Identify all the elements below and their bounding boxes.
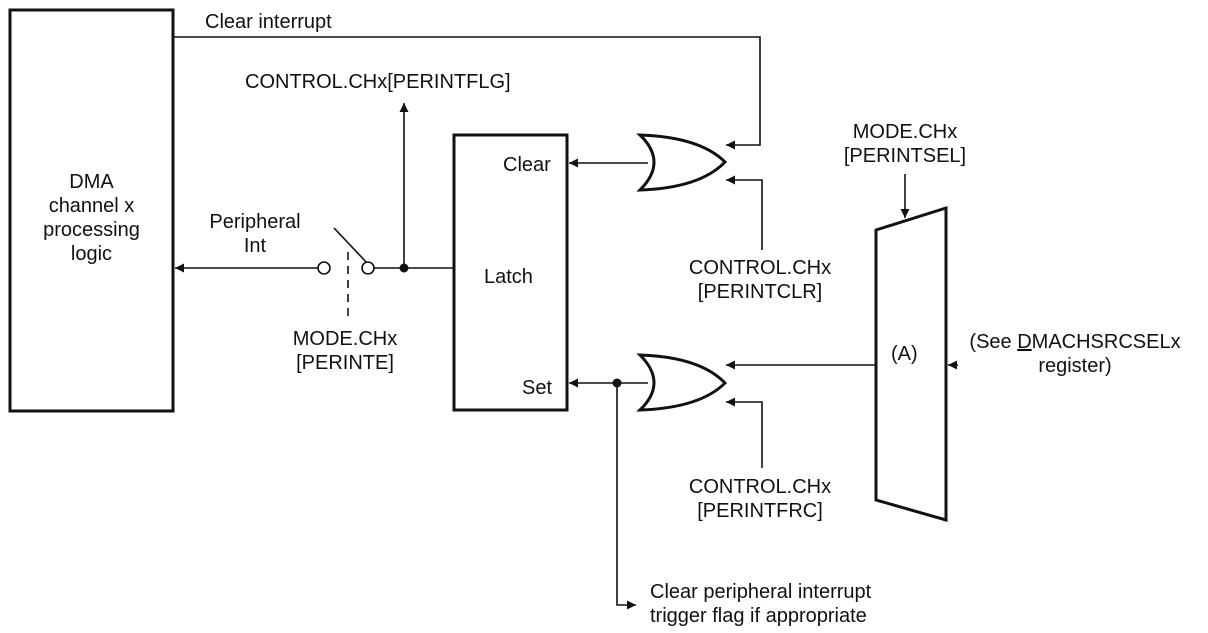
clear-interrupt-label: Clear interrupt [205,11,332,33]
switch-blade [333,227,369,265]
junction-dot-flag [399,263,409,273]
perintclr-label: CONTROL.CHx [PERINTCLR] [688,257,832,303]
perintsel-label: MODE.CHx [PERINTSEL] [843,121,967,167]
peripheral-int-label: Peripheral Int [209,211,301,257]
perintfrc-line [726,397,763,468]
clear-flag-label: Clear peripheral interrupt trigger flag … [650,581,872,627]
srcsel-register-label: (See DMACHSRCSELx register) [969,331,1181,377]
mux-label: (A) [891,343,918,365]
perintfrc-label: CONTROL.CHx [PERINTFRC] [688,476,832,522]
clear-flag-line [616,383,636,610]
switch-terminal-left [317,261,331,275]
switch-terminal-right [361,261,375,275]
latch-set-label: Set [522,377,553,399]
latch-label: Latch [484,266,533,288]
dma-logic-label: DMA channel x processing logic [43,171,140,265]
or-gate-set [636,353,728,412]
mux-block [874,205,948,522]
perinte-label: MODE.CHx [PERINTE] [292,328,398,374]
or-gate-clear [636,133,728,192]
perintflg-label: CONTROL.CHx[PERINTFLG] [245,71,511,93]
junction-dot-set [612,378,622,388]
latch-clear-label: Clear [503,154,551,176]
latch-block [452,133,569,412]
clear-interrupt-line [173,36,761,150]
dma-logic-block [8,8,175,413]
perintclr-line [726,175,763,250]
